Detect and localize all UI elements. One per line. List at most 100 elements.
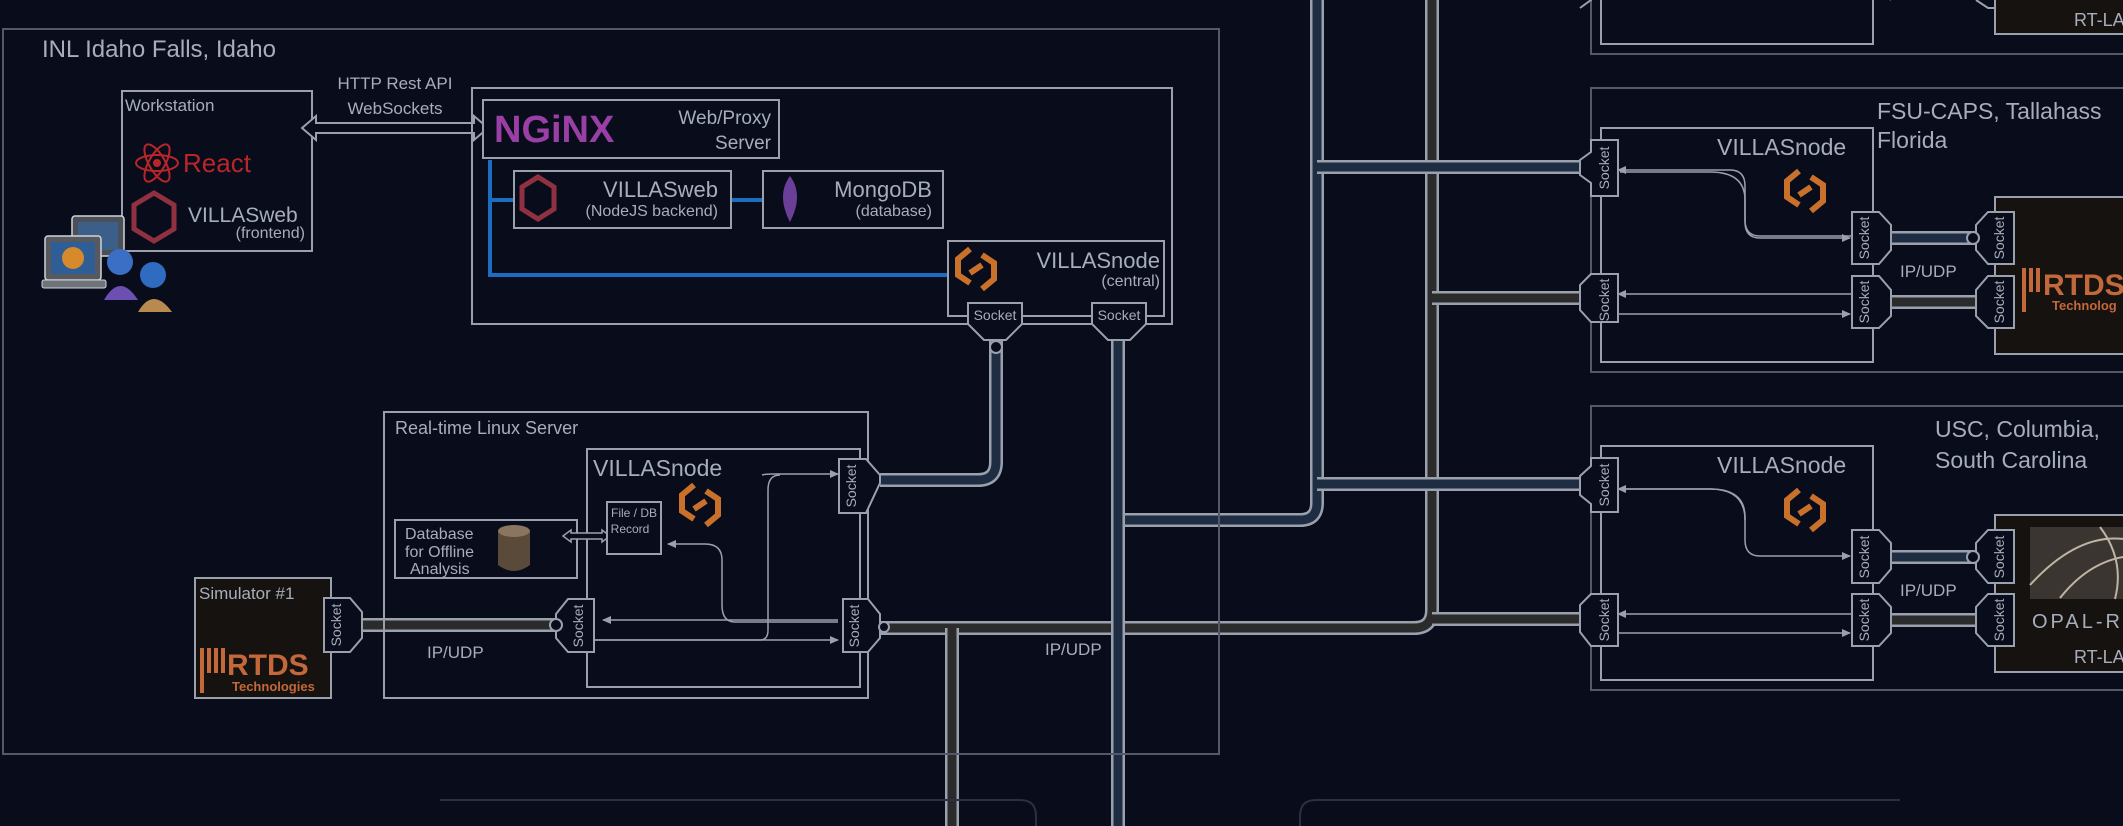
svg-text:Socket: Socket — [1596, 463, 1612, 506]
rt-socket-lower: Socket — [842, 598, 890, 653]
fsu-socket-ws-in: Socket — [1579, 139, 1619, 197]
bottom-fragments — [440, 799, 1900, 826]
villasnode-central-label: VILLASnode — [1036, 248, 1160, 273]
svg-text:Socket: Socket — [1596, 278, 1612, 321]
opal-rt-image — [2029, 526, 2123, 600]
svg-text:Socket: Socket — [1098, 307, 1141, 323]
svg-text:Socket: Socket — [1991, 598, 2007, 641]
http-websocket-connection: HTTP Rest API WebSockets — [300, 74, 490, 143]
fsu-socket-ws-out: Socket — [1851, 211, 1892, 265]
villasnode-fsu-icon — [1784, 168, 1826, 214]
react-label: React — [183, 148, 252, 178]
villasweb-backend-sub: (NodeJS backend) — [585, 203, 718, 220]
record-label-2: Record — [611, 522, 650, 536]
svg-text:Socket: Socket — [1991, 216, 2007, 259]
api-label-1: HTTP Rest API — [338, 74, 453, 93]
fsu-socket-udp-out: Socket — [1851, 275, 1892, 329]
fsu-socket-sim-ws: Socket — [1966, 211, 2015, 265]
fsu-node-label: VILLASnode — [1717, 134, 1846, 160]
svg-text:Socket: Socket — [1991, 535, 2007, 578]
record-label-1: File / DB — [611, 506, 657, 520]
villasweb-backend-icon — [519, 174, 557, 222]
site-top-right-fragment: RT-LA — [1579, 0, 2123, 55]
usc-title-2: South Carolina — [1935, 447, 2087, 473]
villasweb-backend-label: VILLASweb — [603, 177, 718, 202]
opal-rt-sub: RT-LA — [2074, 647, 2123, 667]
web-proxy-box: NGiNX Web/Proxy Server VILLASweb (NodeJS… — [471, 87, 1173, 354]
usc-socket-sim-udp: Socket — [1975, 593, 2015, 647]
central-socket-2: Socket — [1091, 302, 1147, 341]
svg-text:Socket: Socket — [846, 604, 862, 647]
fsu-title-1: FSU-CAPS, Tallahass — [1877, 98, 2102, 124]
usc-title-1: USC, Columbia, — [1935, 416, 2100, 442]
opal-rt-label: OPAL-R — [2032, 611, 2123, 633]
db-label-2: for Offline — [405, 544, 474, 561]
api-label-2: WebSockets — [347, 99, 442, 118]
svg-text:Socket: Socket — [843, 464, 859, 507]
mongodb-sub: (database) — [856, 203, 933, 220]
fsu-rtds-logo: RTDS Technolog — [2022, 268, 2123, 313]
site-inl-title: INL Idaho Falls, Idaho — [42, 36, 276, 63]
svg-text:RTDS: RTDS — [227, 649, 309, 682]
villasnode-usc-icon — [1784, 487, 1826, 533]
svg-text:Socket: Socket — [1856, 216, 1872, 259]
svg-text:RTDS: RTDS — [2043, 269, 2123, 302]
svg-text:Socket: Socket — [1856, 280, 1872, 323]
web-proxy-label-2: Server — [715, 133, 772, 154]
fsu-socket-udp-in: Socket — [1579, 273, 1619, 323]
usc-socket-sim-ws: Socket — [1966, 529, 2015, 584]
svg-text:Socket: Socket — [974, 307, 1017, 323]
villasnode-central-icon — [955, 246, 997, 292]
rt-socket-left: Socket — [549, 598, 595, 653]
svg-text:Socket: Socket — [1596, 146, 1612, 189]
simulator-socket: Socket — [323, 597, 363, 653]
central-socket-1: Socket — [967, 302, 1023, 354]
simulator-label: Simulator #1 — [199, 584, 294, 603]
villasweb-frontend-label: VILLASweb — [188, 204, 298, 227]
rt-villasnode-label: VILLASnode — [593, 455, 722, 481]
usc-node-label: VILLASnode — [1717, 452, 1846, 478]
svg-text:Socket: Socket — [570, 604, 586, 647]
svg-text:Socket: Socket — [1856, 598, 1872, 641]
site-fsu: FSU-CAPS, Tallahass Florida VILLASnode S… — [1579, 87, 2123, 373]
web-proxy-label-1: Web/Proxy — [678, 108, 771, 129]
database-cylinder-icon — [498, 525, 530, 571]
svg-text:Technologies: Technologies — [232, 679, 315, 694]
usc-ipudp: IP/UDP — [1900, 581, 1957, 600]
top-right-rt-label: RT-LA — [2074, 10, 2123, 30]
bus-lines — [360, 0, 1980, 826]
villasweb-frontend-icon — [131, 190, 177, 244]
usc-socket-ws-out: Socket — [1851, 529, 1892, 584]
ipudp-right: IP/UDP — [1045, 640, 1102, 659]
villasnode-central-sub: (central) — [1101, 273, 1160, 290]
nginx-logo: NGiNX — [494, 109, 615, 151]
workstation-box: Workstation React VILLASweb (frontend) — [121, 90, 313, 252]
usc-socket-udp-in: Socket — [1579, 593, 1619, 647]
fsu-title-2: Florida — [1877, 127, 1948, 153]
db-label-1: Database — [405, 526, 474, 543]
db-label-3: Analysis — [410, 561, 470, 578]
mongodb-icon — [783, 176, 797, 222]
users-computer-icon — [41, 215, 172, 312]
usc-socket-ws-in: Socket — [1579, 457, 1619, 513]
rt-linux-server-box: Real-time Linux Server VILLASnode Databa… — [383, 411, 890, 699]
svg-text:Socket: Socket — [1596, 598, 1612, 641]
villasweb-frontend-sub: (frontend) — [236, 225, 305, 242]
ipudp-left: IP/UDP — [427, 643, 484, 662]
svg-text:Socket: Socket — [1856, 535, 1872, 578]
rt-server-label: Real-time Linux Server — [395, 418, 578, 438]
site-inl: INL Idaho Falls, Idaho — [2, 28, 1220, 755]
workstation-label: Workstation — [125, 96, 214, 115]
svg-text:Socket: Socket — [328, 603, 344, 646]
fsu-socket-sim-udp: Socket — [1975, 275, 2015, 329]
fsu-ipudp: IP/UDP — [1900, 262, 1957, 281]
rtds-logo: RTDS Technologies — [200, 648, 315, 694]
villasnode-rt-icon — [679, 482, 721, 528]
simulator-1-box: Simulator #1 RTDS Technologies Socket IP… — [194, 577, 1102, 699]
svg-text:Socket: Socket — [1991, 280, 2007, 323]
svg-text:Technolog: Technolog — [2052, 298, 2117, 313]
mongodb-label: MongoDB — [834, 177, 932, 202]
rt-socket-upper: Socket — [838, 458, 881, 514]
site-usc: USC, Columbia, South Carolina VILLASnode… — [1579, 405, 2123, 691]
